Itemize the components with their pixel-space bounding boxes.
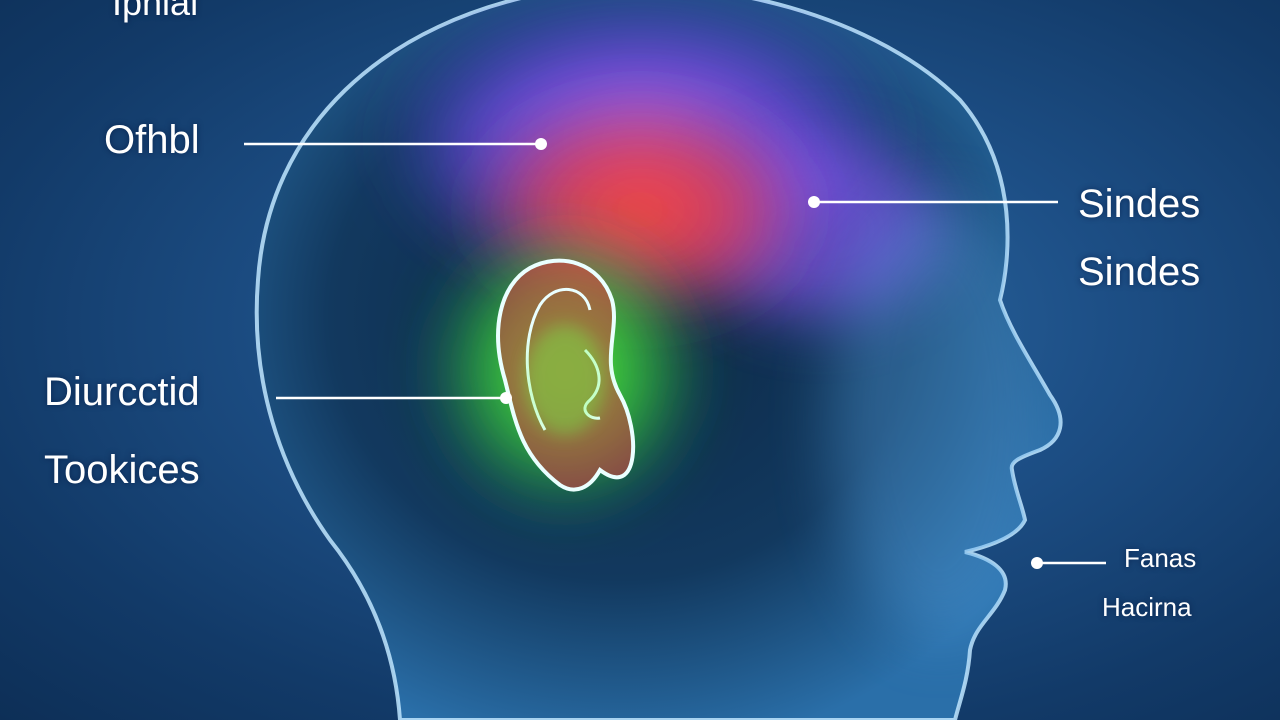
label-sindes-2: Sindes bbox=[1078, 250, 1201, 294]
label-iphial: Iphial bbox=[112, 0, 199, 23]
leader-fanas bbox=[1031, 557, 1106, 569]
label-hacirna: Hacirna bbox=[1102, 592, 1192, 622]
face-highlight bbox=[830, 200, 1050, 640]
leader-ofhbl bbox=[244, 138, 547, 150]
label-sindes-1: Sindes bbox=[1078, 182, 1201, 226]
leader-diurcctid bbox=[276, 392, 512, 404]
label-fanas: Fanas bbox=[1124, 543, 1197, 573]
label-tookices: Tookices bbox=[44, 448, 200, 492]
ear-icon bbox=[496, 258, 636, 492]
label-ofhbl: Ofhbl bbox=[104, 118, 200, 162]
leader-sindes bbox=[808, 196, 1058, 208]
label-diurcctid: Diurcctid bbox=[44, 370, 200, 414]
